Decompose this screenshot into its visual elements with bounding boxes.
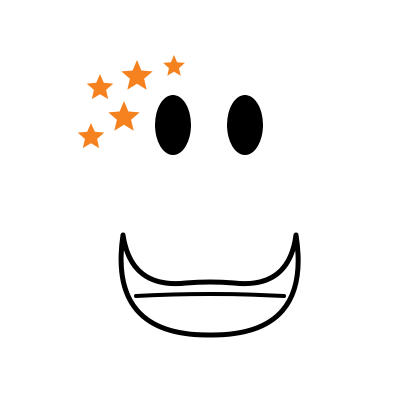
stars-cluster	[77, 55, 185, 149]
star-icon	[86, 74, 114, 100]
star-icon	[121, 60, 153, 90]
star-icon	[108, 101, 140, 131]
teeth-line	[134, 292, 286, 298]
eye-icon	[227, 95, 263, 155]
eye-icon	[155, 95, 191, 155]
star-icon	[163, 55, 185, 76]
smile-icon	[118, 232, 301, 338]
mouth-outline	[118, 232, 301, 338]
star-icon	[77, 123, 105, 149]
